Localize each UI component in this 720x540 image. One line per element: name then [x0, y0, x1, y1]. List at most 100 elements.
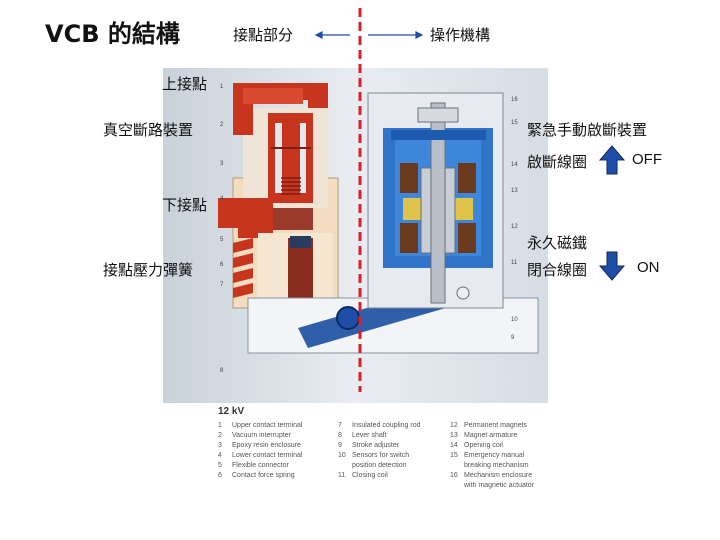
svg-text:16: 16: [511, 97, 518, 103]
legend-item-number: 11: [338, 472, 346, 479]
legend-item-number: 13: [450, 432, 458, 439]
legend-item: 13 Magnet armature: [450, 432, 517, 440]
legend-item: 9 Stroke adjuster: [338, 442, 399, 450]
legend-item: with magnetic actuator: [450, 482, 534, 490]
label-opening-coil: 啟斷線圈: [527, 153, 588, 171]
legend-item: 8 Lever shaft: [338, 432, 387, 440]
legend-item-number: 9: [338, 442, 342, 449]
legend-item-text: Stroke adjuster: [352, 442, 400, 449]
legend-item-number: 6: [218, 472, 222, 479]
mechanism-section-label: 操作機構: [430, 26, 491, 44]
actuator-shaft: [430, 102, 446, 304]
svg-text:2: 2: [220, 122, 224, 128]
legend-item-number: 2: [218, 432, 222, 439]
legend-item-number: 10: [338, 452, 346, 459]
position-sensor: [456, 286, 470, 300]
label-off: OFF: [632, 151, 662, 168]
upper-terminal-cap: [243, 88, 303, 104]
legend-item: 7 Insulated coupling rod: [338, 422, 421, 430]
legend-item-text: position detection: [352, 462, 407, 469]
legend-item-text: Epoxy resin enclosure: [232, 442, 301, 449]
page-title: VCB 的結構: [45, 20, 180, 48]
svg-text:5: 5: [220, 237, 224, 243]
legend-item: 6 Contact force spring: [218, 472, 295, 480]
legend-item: 3 Epoxy resin enclosure: [218, 442, 301, 450]
legend-item-text: Magnet armature: [464, 432, 518, 439]
svg-text:4: 4: [220, 196, 224, 202]
closing-coil-right: [458, 223, 476, 253]
legend-item-text: Lever shaft: [352, 432, 387, 439]
contact-section-label: 接點部分: [233, 26, 294, 44]
svg-text:11: 11: [511, 260, 518, 266]
legend-item-number: 15: [450, 452, 458, 459]
legend-item-number: 1: [218, 422, 222, 429]
legend-item-text: Vacuum interrupter: [232, 432, 292, 439]
legend-item: 12 Permanent magnets: [450, 422, 527, 430]
flexible-connector: [273, 208, 313, 230]
legend-item-text: Insulated coupling rod: [352, 422, 421, 429]
legend-item-number: 5: [218, 462, 222, 469]
emergency-trip-bar: [391, 130, 486, 140]
legend-item-number: 12: [450, 422, 458, 429]
legend-item-text: with magnetic actuator: [464, 482, 535, 489]
legend-item-number: 3: [218, 442, 222, 449]
insulator-sheds: [233, 238, 253, 298]
svg-text:13: 13: [511, 188, 518, 194]
legend-item-number: 16: [450, 472, 458, 479]
header-arrows: [314, 31, 424, 39]
legend-item-text: breaking mechanism: [464, 462, 529, 469]
legend-item: 2 Vacuum interrupter: [218, 432, 291, 440]
bellows: [281, 177, 301, 195]
svg-text:9: 9: [511, 335, 515, 341]
on-arrow-down: [598, 251, 626, 281]
svg-text:15: 15: [511, 120, 518, 126]
legend-item-text: Mechanism enclosure: [464, 472, 533, 479]
interrupter-contact-rod: [282, 123, 300, 193]
lower-terminal-red: [218, 198, 273, 238]
legend-item-text: Permanent magnets: [464, 422, 528, 429]
legend-item: 1 Upper contact terminal: [218, 422, 302, 430]
legend-item: 10 Sensors for switch: [338, 452, 409, 460]
label-permanent-magnet: 永久磁鐵: [527, 234, 588, 252]
magnetic-actuator: [367, 92, 504, 309]
legend-item-number: 4: [218, 452, 222, 459]
legend-item-text: Emergency manual: [464, 452, 525, 459]
label-on: ON: [637, 259, 660, 276]
legend-item-number: 7: [338, 422, 342, 429]
svg-text:6: 6: [220, 262, 224, 268]
label-vacuum-interrupter: 真空斷路裝置: [103, 121, 194, 139]
legend-item: position detection: [338, 462, 406, 470]
label-lower-contact: 下接點: [162, 196, 208, 214]
parts-legend: 12 kV 1 Upper contact terminal 2 Vacuum int…: [210, 404, 555, 499]
opening-coil-right: [458, 163, 476, 193]
label-emergency-trip: 緊急手動啟斷裝置: [527, 121, 648, 139]
legend-item-number: 14: [450, 442, 458, 449]
off-arrow-up: [598, 145, 626, 175]
legend-item: 11 Closing coil: [338, 472, 388, 480]
legend-item-text: Sensors for switch: [352, 452, 410, 459]
svg-text:8: 8: [220, 368, 224, 374]
opening-coil-left: [400, 163, 418, 193]
svg-text:1: 1: [220, 84, 224, 90]
closing-coil-left: [400, 223, 418, 253]
label-contact-spring: 接點壓力彈簧: [103, 261, 194, 279]
legend-item: 15 Emergency manual: [450, 452, 524, 460]
legend-item-text: Flexible connector: [232, 462, 289, 469]
legend-item-text: Contact force spring: [232, 472, 295, 479]
svg-text:10: 10: [511, 317, 518, 323]
label-upper-contact: 上接點: [162, 75, 208, 93]
legend-item: breaking mechanism: [450, 462, 529, 470]
svg-text:12: 12: [511, 224, 518, 230]
lever-pivot: [336, 306, 360, 330]
svg-text:14: 14: [511, 162, 518, 168]
svg-text:3: 3: [220, 161, 224, 167]
legend-item-text: Opening coil: [464, 442, 503, 449]
svg-text:7: 7: [220, 282, 224, 288]
legend-item: 5 Flexible connector: [218, 462, 289, 470]
legend-item-text: Closing coil: [352, 472, 388, 479]
legend-item-text: Upper contact terminal: [232, 422, 303, 429]
label-closing-coil: 閉合線圈: [527, 261, 588, 279]
legend-title: 12 kV: [218, 406, 245, 417]
legend-item-number: 8: [338, 432, 342, 439]
